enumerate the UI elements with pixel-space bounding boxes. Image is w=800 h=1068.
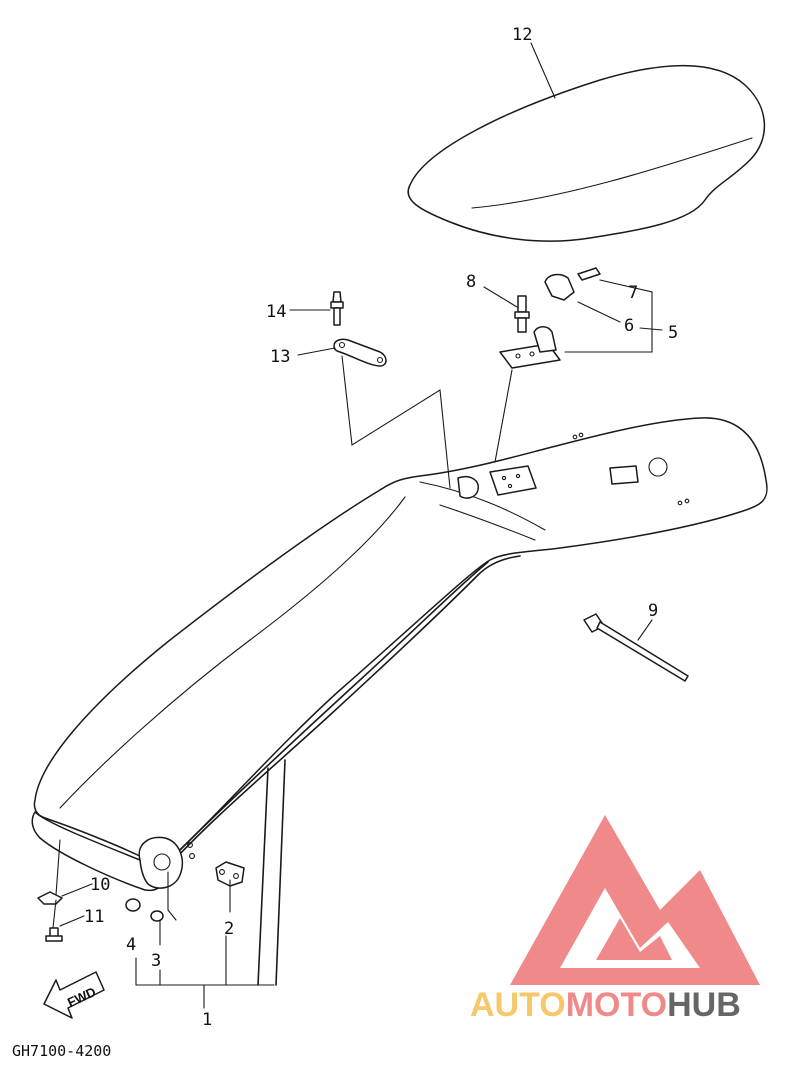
callout-13: 13: [270, 347, 290, 367]
callout-1: 1: [202, 1010, 212, 1030]
callout-3: 3: [151, 951, 161, 971]
callout-2: 2: [224, 919, 234, 939]
bolt-part-14: [330, 291, 344, 326]
callout-4: 4: [126, 935, 136, 955]
nut-part-4: [125, 898, 141, 912]
clip-part-10: [37, 891, 63, 905]
logo-triangle-core: [596, 918, 672, 960]
cable-tie-part-9: [583, 613, 689, 682]
pin-part-8: [514, 295, 530, 333]
frame-part-1: [31, 417, 768, 986]
callout-6: 6: [624, 316, 634, 336]
callout-labels: 1 2 3 4 5 6 7 8 9 10 11 12 13 14: [84, 25, 678, 1030]
leader-lines: [52, 42, 663, 1009]
seat-part-12: [407, 64, 766, 242]
svg-text:AUTOMOTOHUB: AUTOMOTOHUB: [470, 986, 741, 1024]
callout-12: 12: [512, 25, 532, 45]
logo-word-auto: AUTO: [470, 986, 566, 1024]
drawing-code: GH7100-4200: [12, 1042, 111, 1060]
logo-word-moto: MOTO: [566, 986, 667, 1024]
callout-7: 7: [628, 283, 638, 303]
hinge-assembly-part-5: [499, 267, 601, 369]
callout-9: 9: [648, 601, 658, 621]
logo-triangle-outer: [510, 815, 760, 985]
callout-5: 5: [668, 323, 678, 343]
hinge-pin-part-7: [577, 267, 601, 281]
callout-10: 10: [90, 875, 110, 895]
bracket-part-13: [333, 338, 387, 367]
forward-direction-arrow: FWD: [43, 971, 105, 1019]
automotohub-logo: AUTOMOTOHUB: [470, 815, 760, 1024]
washer-part-3: [150, 910, 164, 922]
hinge-arm-part-6: [544, 273, 575, 301]
callout-14: 14: [266, 302, 286, 322]
logo-word-hub: HUB: [667, 986, 741, 1024]
callout-11: 11: [84, 907, 104, 927]
plate-part-2: [215, 861, 245, 887]
callout-8: 8: [466, 272, 476, 292]
